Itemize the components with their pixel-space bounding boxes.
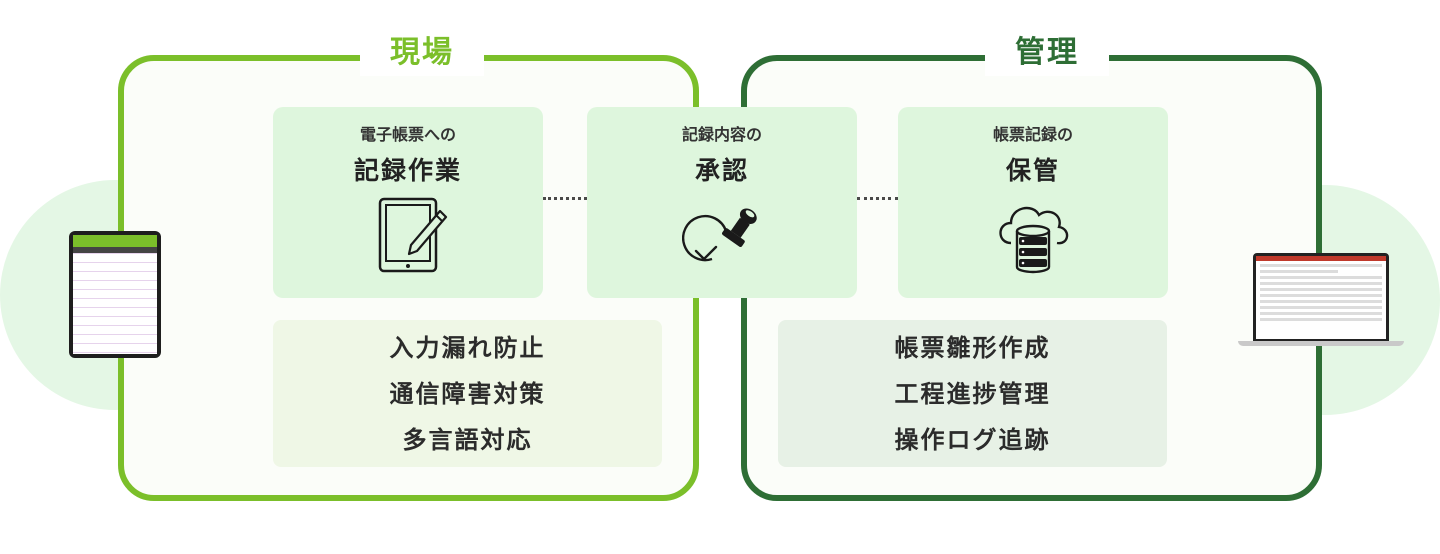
stamp-check-icon	[682, 208, 757, 262]
laptop-device-icon	[1253, 253, 1389, 341]
field-features-box: 入力漏れ防止 通信障害対策 多言語対応	[273, 320, 662, 467]
step-card-title: 保管	[1005, 156, 1060, 185]
step-card-record: 電子帳票への 記録作業	[273, 107, 543, 298]
feature-item: 工程進捗管理	[894, 380, 1051, 408]
step-card-subtitle: 記録内容の	[681, 125, 762, 144]
feature-item: 帳票雛形作成	[894, 334, 1051, 362]
step-card-approve: 記録内容の 承認	[587, 107, 857, 298]
cloud-database-icon	[999, 206, 1069, 274]
step-card-store: 帳票記録の 保管	[898, 107, 1168, 298]
feature-item: 操作ログ追跡	[894, 426, 1051, 454]
management-features-box: 帳票雛形作成 工程進捗管理 操作ログ追跡	[778, 320, 1167, 467]
field-group-title: 現場	[360, 30, 484, 76]
connector-dots	[543, 197, 587, 200]
management-group-title: 管理	[985, 30, 1109, 76]
feature-item: 通信障害対策	[389, 380, 546, 408]
tablet-pen-icon	[378, 197, 448, 273]
step-card-title: 承認	[694, 156, 749, 185]
step-card-subtitle: 電子帳票への	[359, 125, 456, 144]
feature-item: 多言語対応	[402, 426, 533, 454]
step-card-title: 記録作業	[353, 156, 462, 185]
laptop-base	[1238, 341, 1404, 346]
step-card-subtitle: 帳票記録の	[992, 125, 1073, 144]
connector-dots	[857, 197, 898, 200]
tablet-device-icon	[69, 231, 161, 358]
feature-item: 入力漏れ防止	[389, 334, 546, 362]
